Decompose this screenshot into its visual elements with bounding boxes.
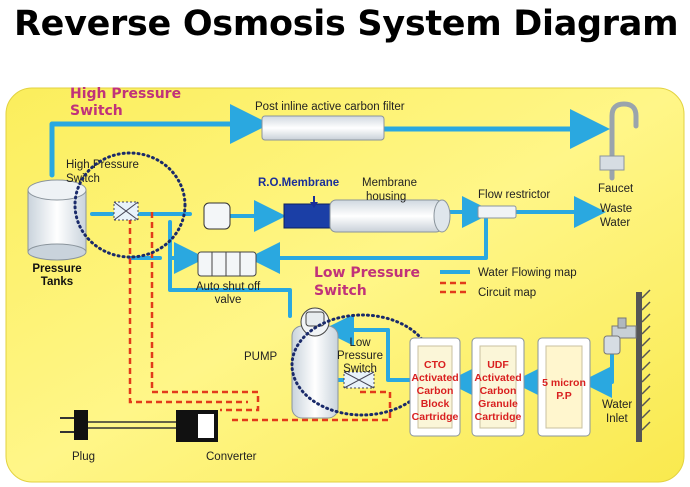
low-pressure-switch-label-3: Switch	[343, 363, 377, 375]
pump	[291, 307, 339, 419]
flow-restrictor	[477, 205, 517, 219]
membrane-housing-label-1: Membrane	[362, 177, 417, 189]
waste-water-label-1: Waste	[600, 203, 632, 215]
water-inlet-label-2: Inlet	[606, 413, 629, 425]
high-pressure-switch	[113, 201, 139, 221]
pp-cartridge	[537, 337, 591, 437]
water-inlet-tap-icon	[603, 289, 651, 442]
cto-label-3: Carbon	[417, 385, 454, 397]
low-pressure-switch	[343, 371, 375, 389]
pressure-tanks-label-2: Tanks	[41, 276, 73, 288]
high-pressure-switch-highlight-1: High Pressure	[70, 86, 181, 102]
legend-circuit-label: Circuit map	[478, 287, 536, 299]
udf-label-3: Carbon	[480, 385, 517, 397]
cto-label-1: CTO	[424, 359, 446, 371]
pp-label-1: 5 micron	[542, 377, 586, 389]
low-pressure-switch-label-2: Pressure	[337, 350, 383, 362]
low-pressure-switch-label-1: Low	[349, 337, 371, 349]
cto-label-5: Cartridge	[412, 411, 459, 423]
pressure-tank	[27, 179, 87, 261]
high-pressure-switch-ring	[73, 151, 187, 259]
legend-water-label: Water Flowing map	[478, 267, 577, 279]
pump-label: PUMP	[244, 351, 278, 363]
waste-water-label-2: Water	[600, 217, 630, 229]
solenoid-valve	[203, 202, 231, 230]
plug-icon	[60, 410, 176, 440]
auto-shutoff-label-2: valve	[215, 294, 242, 306]
page-title: Reverse Osmosis System Diagram	[14, 4, 679, 44]
auto-shutoff-label-1: Auto shut off	[196, 281, 261, 293]
low-pressure-switch-highlight-1: Low Pressure	[314, 265, 420, 281]
udf-label-5: Cartridge	[475, 411, 522, 423]
cto-label-4: Block	[421, 398, 450, 410]
pp-label-2: P.P	[556, 390, 572, 402]
udf-label-2: Activated	[474, 372, 521, 384]
post-filter-label: Post inline active carbon filter	[255, 101, 405, 113]
flow-restrictor-label: Flow restrictor	[478, 189, 550, 201]
converter	[176, 410, 218, 442]
faucet-icon	[599, 101, 639, 181]
udf-cartridge	[471, 337, 525, 437]
auto-shutoff-valve	[197, 251, 257, 277]
plug-label: Plug	[72, 451, 95, 463]
high-pressure-switch-highlight-2: Switch	[70, 103, 123, 119]
water-inlet-label-1: Water	[602, 399, 632, 411]
low-pressure-switch-highlight-2: Switch	[314, 283, 367, 299]
legend: Water Flowing map Circuit map	[440, 267, 577, 299]
cto-cartridge	[409, 337, 461, 437]
post-carbon-filter	[261, 115, 385, 141]
udf-label-4: Granule	[478, 398, 518, 410]
cto-label-2: Activated	[411, 372, 458, 384]
ro-membrane-label: R.O.Membrane	[258, 177, 339, 189]
membrane-housing-label-2: housing	[366, 191, 406, 203]
high-pressure-switch-label-1: High Pressure	[66, 159, 139, 171]
pressure-tanks-label-1: Pressure	[32, 263, 81, 275]
water-pipes	[49, 104, 614, 398]
ro-membrane	[283, 196, 451, 233]
udf-label-1: UDF	[487, 359, 509, 371]
converter-label: Converter	[206, 451, 257, 463]
faucet-label: Faucet	[598, 183, 634, 195]
